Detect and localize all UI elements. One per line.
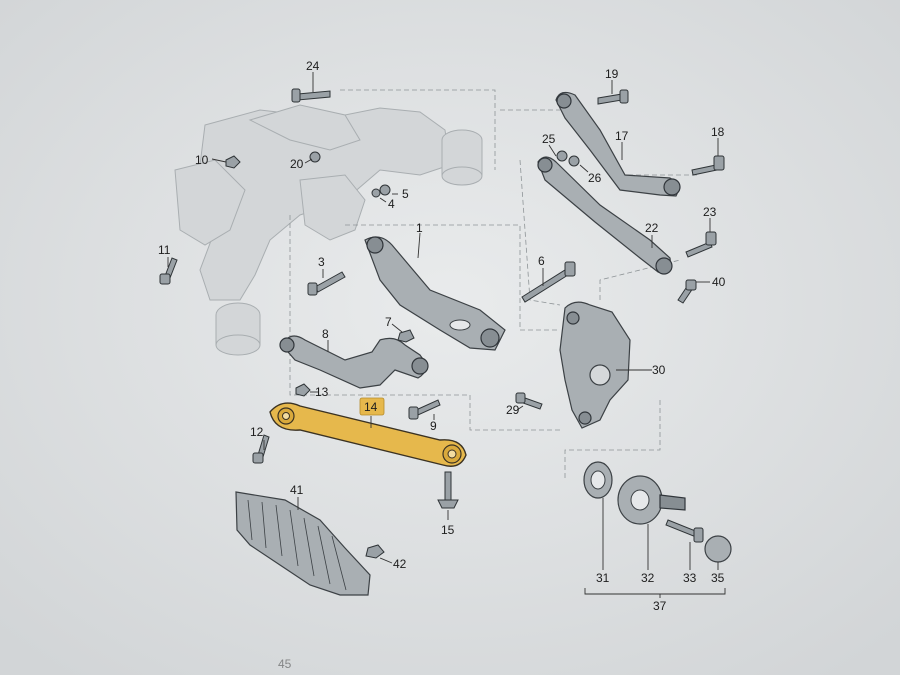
callout-24: 24 [306,59,320,73]
leader-lines [167,72,726,598]
callout-42: 42 [393,557,407,571]
callout-13: 13 [315,385,329,399]
callout-9: 9 [430,419,437,433]
trailing-link-lower [537,156,673,275]
callout-14: 14 [364,400,378,414]
callout-35: 35 [711,571,725,585]
callout-15: 15 [441,523,455,537]
callout-45-partial: 45 [278,657,292,671]
callout-18: 18 [711,125,725,139]
callout-12: 12 [250,425,264,439]
callout-11: 11 [158,243,171,257]
subframe-ghost [174,104,483,356]
underbody-shield [235,491,371,596]
callout-30: 30 [652,363,666,377]
callout-20: 20 [290,157,304,171]
callout-19: 19 [605,67,619,81]
callout-labels: 24 19 10 20 5 4 1 3 6 7 8 11 12 13 14 9 … [158,59,726,671]
callout-29: 29 [506,403,520,417]
callout-5: 5 [402,187,409,201]
fasteners [159,88,732,563]
wheel-bearing-assembly [583,461,686,525]
callout-4: 4 [388,197,395,211]
assembly-guide-lines [289,89,700,480]
callout-33: 33 [683,571,697,585]
callout-6: 6 [538,254,545,268]
callout-22: 22 [645,221,659,235]
callout-41: 41 [290,483,304,497]
callout-3: 3 [318,255,325,269]
callout-8: 8 [322,327,329,341]
callout-26: 26 [588,171,602,185]
callout-1: 1 [416,221,423,235]
callout-23: 23 [703,205,717,219]
callout-37: 37 [653,599,667,613]
callout-7: 7 [385,315,392,329]
callout-40: 40 [712,275,726,289]
highlighted-lateral-link [269,402,467,467]
wheel-carrier [559,301,631,429]
callout-10: 10 [195,153,209,167]
trailing-link-upper [555,91,681,197]
callout-25: 25 [542,132,556,146]
callout-14-highlight [359,397,385,416]
wishbone-arm [364,236,506,351]
callout-31: 31 [596,571,610,585]
callout-32: 32 [641,571,655,585]
callout-17: 17 [615,129,629,143]
upper-control-arm [279,335,429,389]
